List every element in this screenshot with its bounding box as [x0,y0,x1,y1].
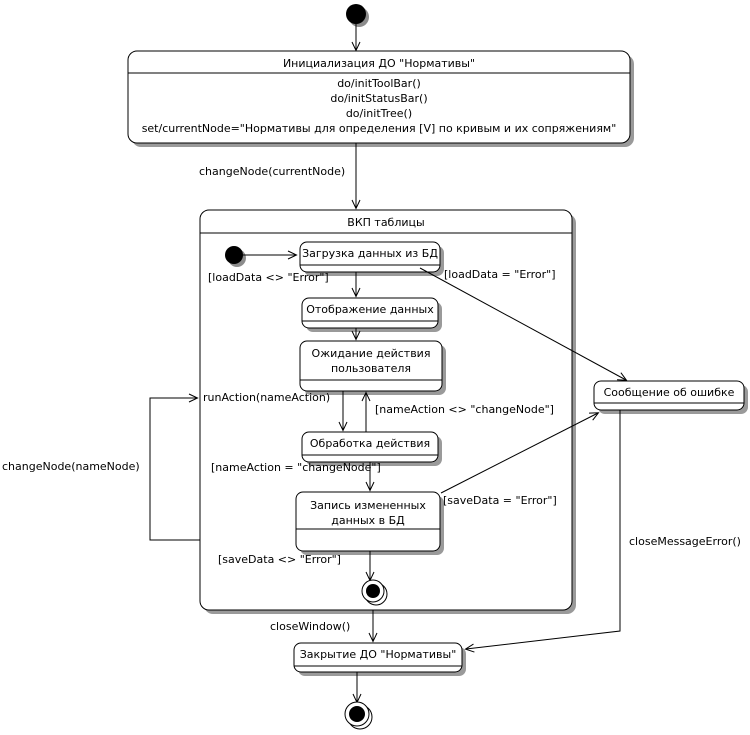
transition-label-run-action: runAction(nameAction) [203,391,331,404]
save-data-title-line1: Запись измененных [310,499,426,512]
load-data-title: Загрузка данных из БД [302,247,438,260]
edge-error-to-close [464,410,621,653]
init-state-action-2: do/initStatusBar() [330,92,428,105]
save-data-box [295,491,441,552]
edge-save-to-error [440,412,600,494]
composite-state-box [199,209,573,611]
inner-final-dot [366,584,380,598]
wait-action-title-line1: Ожидание действия [311,347,431,360]
transition-label-name-action-not-change: [nameAction <> "changeNode"] [375,403,554,416]
transition-label-name-action-change: [nameAction = "changeNode"] [211,461,381,474]
init-state-action-4: set/currentNode="Нормативы для определен… [141,122,617,135]
transition-label-load-data-error: [loadData = "Error"] [444,268,556,281]
init-state-action-1: do/initToolBar() [337,77,421,90]
edge-load-to-error [419,267,628,381]
wait-action-box [299,340,443,392]
transition-label-close-message-error: closeMessageError() [629,535,741,548]
init-state-title: Инициализация ДО "Нормативы" [282,57,476,70]
transition-label-change-node-name: changeNode(nameNode) [2,460,140,473]
inner-start-node [225,246,243,264]
init-state-box [127,50,631,144]
transition-label-load-data-ok: [loadData <> "Error"] [208,271,329,284]
edge-change-node-loop [149,393,200,541]
close-state-title: Закрытие ДО "Нормативы" [299,648,457,661]
process-action-title: Обработка действия [309,437,431,450]
start-node-top [346,4,366,24]
show-data-title: Отображение данных [306,303,434,316]
final-dot [349,706,365,722]
transition-label-change-node-current: changeNode(currentNode) [199,165,346,178]
transition-label-save-data-ok: [saveData <> "Error"] [218,553,341,566]
transition-label-save-data-error: [saveData = "Error"] [443,494,557,507]
init-state-action-3: do/initTree() [345,107,413,120]
wait-action-title-line2: пользователя [330,362,412,375]
close-state-box [293,642,463,673]
error-state-title: Сообщение об ошибке [603,386,735,399]
transition-label-close-window: closeWindow() [270,620,351,633]
composite-state-title: ВКП таблицы [347,216,425,229]
save-data-title-line2: данных в БД [331,514,405,527]
